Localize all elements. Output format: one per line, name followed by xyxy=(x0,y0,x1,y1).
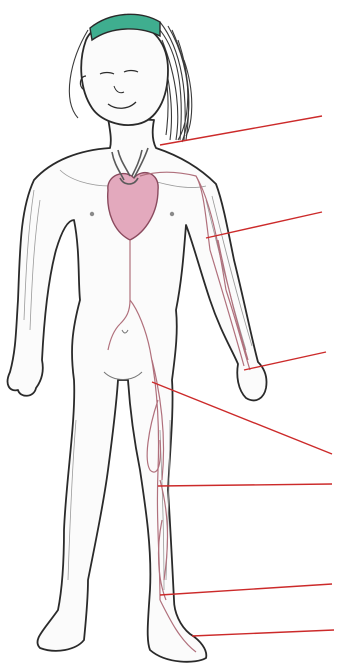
chest-mark-right xyxy=(170,212,174,216)
chest-mark-left xyxy=(90,212,94,216)
head xyxy=(80,14,168,125)
